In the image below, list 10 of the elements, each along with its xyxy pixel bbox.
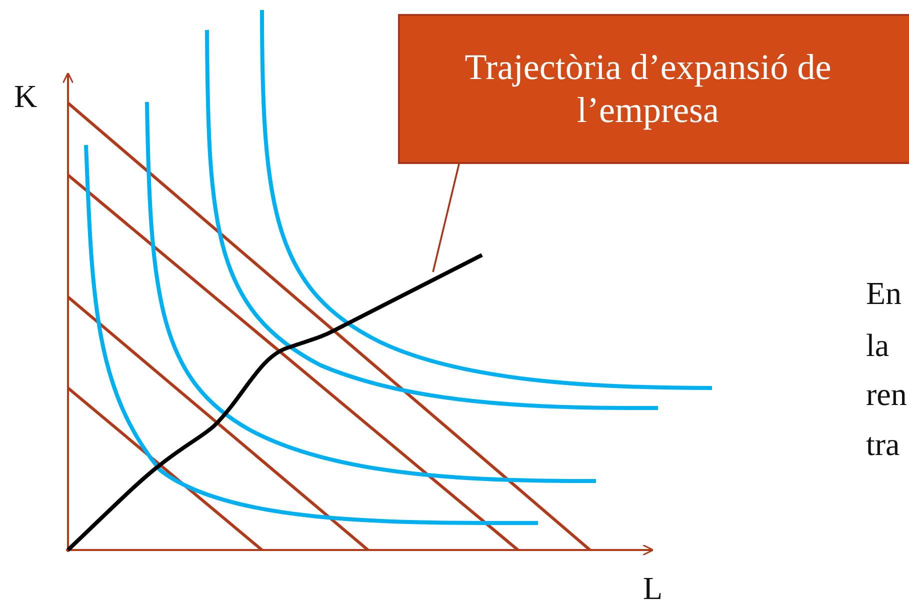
callout-text: Trajectòria d’expansió de l’empresa — [464, 46, 832, 132]
body-text: tra — [866, 428, 900, 460]
expansion-path-line — [66, 253, 483, 552]
axis-label: L — [643, 572, 663, 604]
body-text: ren — [866, 378, 907, 410]
axis-label: K — [14, 80, 38, 112]
body-text: la — [866, 329, 890, 361]
callout-box — [398, 14, 909, 164]
body-text: En — [866, 277, 902, 309]
leader-line — [432, 164, 460, 272]
